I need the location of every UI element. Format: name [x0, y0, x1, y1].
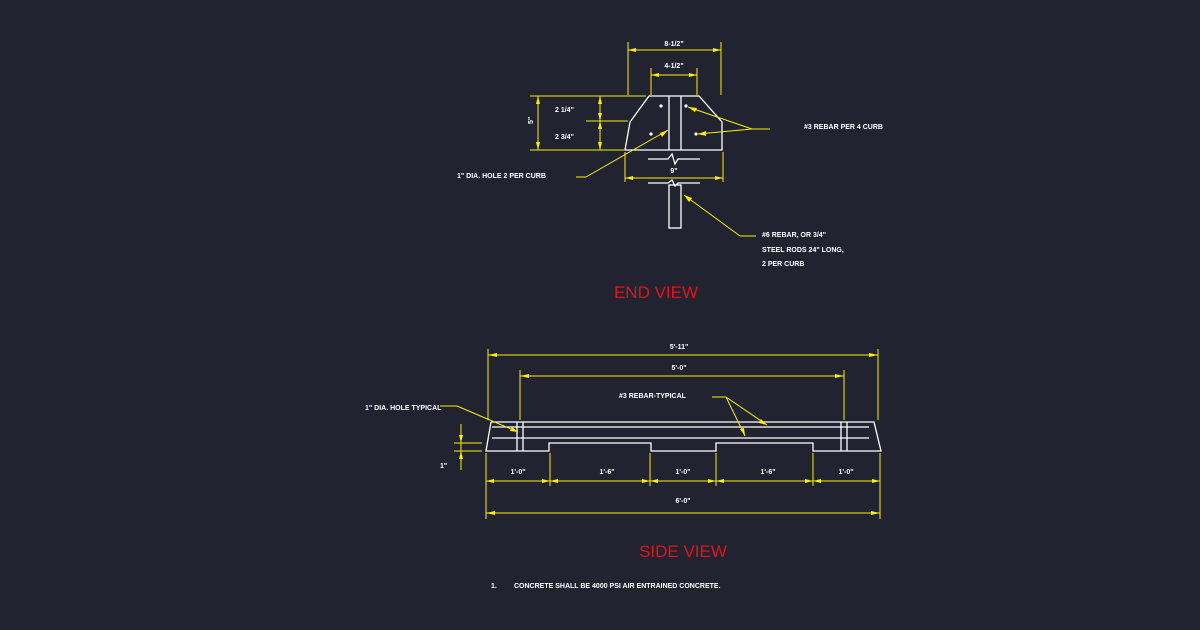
dim-base-width-label: 9" [670, 168, 677, 175]
dim-overall-bottom: 6'-0" [486, 498, 880, 515]
dim-base-width: 9" [624, 152, 724, 182]
note-rebar-per-curb: #3 REBAR PER 4 CURB [804, 124, 883, 131]
dim-segments: 1'-0" 1'-6" 1'-0" 1'-6" 1'-0" [485, 453, 881, 519]
end-view-curb-outline [624, 95, 723, 151]
dim-lower-height-label: 2 3/4" [555, 134, 574, 141]
dim-seg-2: 1'-6" [599, 469, 614, 476]
note-rebar-typical: #3 REBAR-TYPICAL [619, 393, 687, 400]
note-rod-line2: STEEL RODS 24" LONG, [762, 247, 844, 254]
dim-total-height-label: 5" [528, 117, 535, 124]
note-text: CONCRETE SHALL BE 4000 PSI AIR ENTRAINED… [514, 583, 721, 590]
end-view-break-line [648, 152, 700, 166]
dim-overall-bottom-label: 6'-0" [675, 498, 690, 505]
dim-recess: 1" [440, 424, 482, 470]
note-rod-line3: 2 PER CURB [762, 261, 804, 268]
dim-overall-top-label: 5'-11" [670, 344, 689, 351]
dim-recess-label: 1" [440, 463, 447, 470]
end-view-rod-break [648, 179, 700, 188]
dim-overall-top: 5'-11" [487, 344, 879, 420]
dim-seg-5: 1'-0" [838, 469, 853, 476]
end-view-title: END VIEW [614, 283, 698, 302]
rebar-dot [659, 104, 663, 108]
end-view-rod [668, 184, 682, 229]
dim-heights: 5" 2 1/4" 2 3/4" [528, 95, 646, 151]
leader-rebar: #3 REBAR PER 4 CURB [687, 106, 883, 136]
dim-top-width-label: 8-1/2" [664, 41, 683, 48]
dim-inner-width: 4-1/2" [650, 63, 698, 95]
note-hole-typical: 1" DIA. HOLE TYPICAL [365, 405, 442, 412]
side-view-title: SIDE VIEW [639, 542, 727, 561]
rebar-dot [649, 132, 653, 136]
dim-seg-3: 1'-0" [675, 469, 690, 476]
note-rod-line1: #6 REBAR, OR 3/4" [762, 232, 826, 239]
side-view: 5'-11" 5'-0" #3 REBAR-TYPICAL 1" DIA. HO… [365, 344, 882, 561]
dim-hole-spacing: 5'-0" [519, 365, 845, 420]
end-view: 8-1/2" 4-1/2" 5" 2 1/4" 2 3/4" [457, 41, 883, 302]
side-view-curb-outline [485, 421, 882, 452]
rebar-dot [694, 132, 698, 136]
leader-hole: 1" DIA. HOLE 2 PER CURB [457, 129, 669, 180]
leader-rod: #6 REBAR, OR 3/4" STEEL RODS 24" LONG, 2… [683, 194, 844, 268]
leader-side-rebar: #3 REBAR-TYPICAL [619, 393, 768, 437]
dim-upper-height-label: 2 1/4" [555, 107, 574, 114]
dim-seg-4: 1'-6" [760, 469, 775, 476]
dim-seg-1: 1'-0" [510, 469, 525, 476]
note-hole-per-curb: 1" DIA. HOLE 2 PER CURB [457, 173, 546, 180]
note-number: 1. [491, 583, 497, 590]
general-notes: 1. CONCRETE SHALL BE 4000 PSI AIR ENTRAI… [491, 583, 721, 590]
rebar-dot [684, 104, 688, 108]
dim-top-width: 8-1/2" [627, 41, 722, 95]
dim-inner-width-label: 4-1/2" [664, 63, 683, 70]
dim-hole-spacing-label: 5'-0" [671, 365, 686, 372]
leader-side-hole: 1" DIA. HOLE TYPICAL [365, 405, 519, 433]
